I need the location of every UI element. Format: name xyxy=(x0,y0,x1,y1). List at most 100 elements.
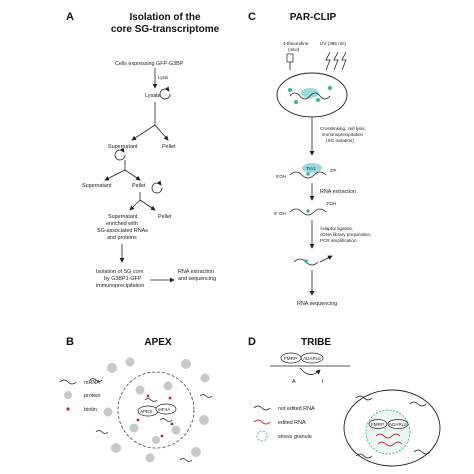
crosslink-l1: Crosslinking, cell lysis, xyxy=(320,126,366,131)
legend-protein: protein xyxy=(84,393,100,399)
protein-dot xyxy=(199,415,209,425)
centrifuge-icon-3 xyxy=(151,180,163,194)
adar2-shape xyxy=(387,419,409,429)
edit-arrow xyxy=(299,367,321,375)
tia1-bound xyxy=(302,163,322,173)
lysis-label: Lysis xyxy=(158,75,169,80)
supernatant-3-l3: SG-associated RNAs xyxy=(97,228,148,234)
supernatant-3-l1: Supernatant xyxy=(108,214,138,220)
legend-not-edited-icon xyxy=(253,405,271,411)
legend-edited: edited RNA xyxy=(278,420,306,426)
crosslink-l2: immunoprecipitation xyxy=(322,132,364,137)
legend-sg: stress granule xyxy=(278,434,312,440)
legend-not-edited: not edited RNA xyxy=(278,406,315,412)
rna-extraction-label: RNA extraction xyxy=(320,189,356,195)
split-3-left xyxy=(129,199,141,211)
fmrp-label: FMRP xyxy=(284,356,297,361)
panel-a: A Isolation of the core SG-transcriptome… xyxy=(66,11,220,289)
mrna-squiggle xyxy=(199,394,213,398)
mrna-squiggle xyxy=(144,398,158,402)
pellet-3: Pellet xyxy=(158,214,172,220)
adaptor-l2: cDNA library preparation, xyxy=(320,232,371,237)
legend-biotin: biotin xyxy=(84,407,97,413)
split-2-right xyxy=(124,169,141,181)
split-2-left xyxy=(104,169,126,181)
legend-protein-icon xyxy=(64,391,72,399)
legend-mrna: mRNA xyxy=(84,380,100,386)
eif4a-label: eIF4A xyxy=(158,407,171,412)
rna-edited xyxy=(377,441,403,447)
cdna-arrow xyxy=(319,255,333,263)
protein-dot xyxy=(163,381,173,391)
protein-dot xyxy=(111,443,121,453)
protein-dot xyxy=(200,373,210,383)
thiouridine-l2: (4sU) xyxy=(288,47,300,52)
4su-dot xyxy=(316,98,320,102)
rna-not-edited xyxy=(355,453,373,459)
rna-crosslinked xyxy=(289,171,327,179)
legend-edited-icon xyxy=(253,419,271,425)
panel-a-letter: A xyxy=(66,11,74,23)
panel-c-title: PAR-CLIP xyxy=(290,12,337,23)
iso-l1: Isolation of SG core xyxy=(96,269,143,275)
base-i: I xyxy=(322,379,324,385)
4su-dot xyxy=(328,86,332,90)
crosslink-l3: (SG isolation) xyxy=(326,138,354,143)
mrna-squiggle xyxy=(179,458,193,462)
protein-dot xyxy=(145,453,155,463)
rna-not-edited xyxy=(409,401,427,407)
panel-a-title-2: core SG-transcriptome xyxy=(111,24,220,35)
panel-c-letter: C xyxy=(248,11,256,23)
fmrp2-label: FMRP xyxy=(371,422,384,427)
rna-not-edited xyxy=(413,449,431,455)
three-p-label: 3'P xyxy=(330,168,337,173)
panel-b: B APEX mRNA protein biotin xyxy=(59,336,213,463)
mrna-squiggle xyxy=(89,378,103,382)
protein-dot xyxy=(129,423,139,433)
protein-dot xyxy=(181,359,191,369)
adaptor-l1: Adaptor ligation, xyxy=(320,226,353,231)
stress-granule-outline xyxy=(117,371,195,449)
eif4a-shape xyxy=(155,403,177,415)
panel-d: D TRIBE FMRP ADARcd A I not edited RNA e… xyxy=(248,336,441,467)
rna-l2: and sequencing xyxy=(178,276,216,282)
adar-label: ADARcd xyxy=(303,356,321,361)
panel-d-title: TRIBE xyxy=(301,337,331,348)
mrna-squiggle xyxy=(95,430,109,434)
4su-dot xyxy=(306,209,310,213)
cell-outline-d xyxy=(343,389,441,467)
iso-l3: immunoprecipitation xyxy=(96,283,144,289)
centrifuge-icon-2 xyxy=(114,147,126,161)
uv-bolt-icon-3 xyxy=(341,51,347,71)
4su-dot xyxy=(306,172,310,176)
pellet-2: Pellet xyxy=(132,183,146,189)
protein-dot xyxy=(152,436,160,444)
stress-granule-d xyxy=(365,409,411,455)
uv-bolt-icon-1 xyxy=(325,51,331,71)
mrna-squiggle xyxy=(159,418,173,422)
apex-label: APEX xyxy=(140,409,152,414)
protein-dot xyxy=(135,385,145,395)
three-oh-label: 3'OH xyxy=(326,201,336,206)
split-1-left xyxy=(131,124,156,141)
4su-dot xyxy=(288,88,292,92)
tia1-blob xyxy=(301,88,319,98)
rna-in-cell xyxy=(289,92,331,100)
panel-c: C PAR-CLIP 4-thiouridine (4sU) UV (365 n… xyxy=(248,11,371,307)
legend-biotin-icon xyxy=(66,407,70,411)
biotin-dot xyxy=(168,396,172,400)
biotin-dot xyxy=(170,422,174,426)
lysate-label: Lysate xyxy=(145,93,161,99)
panel-b-letter: B xyxy=(66,336,74,348)
syringe-body xyxy=(286,53,294,63)
4su-dot xyxy=(304,259,308,263)
five-oh2-label: 5'-OH xyxy=(274,211,286,216)
fmrp2-shape xyxy=(368,419,388,429)
split-3-right xyxy=(139,199,156,211)
panel-d-letter: D xyxy=(248,336,256,348)
4su-dot xyxy=(294,100,298,104)
uv-bolt-icon-2 xyxy=(333,51,339,71)
split-1-right xyxy=(154,124,169,141)
biotin-dot xyxy=(136,418,140,422)
rna-seq-label: RNA sequencing xyxy=(297,301,337,307)
